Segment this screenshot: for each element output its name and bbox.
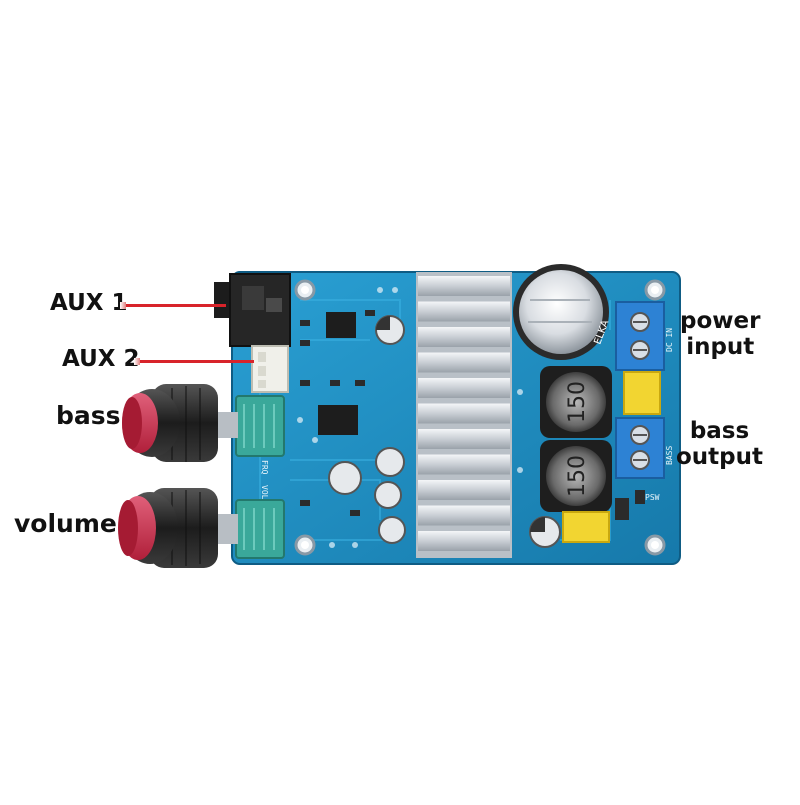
label-power-input: power input — [680, 308, 760, 361]
ic-chip — [326, 312, 356, 338]
heatsink-fin — [418, 301, 510, 322]
mounting-hole-icon — [294, 279, 666, 556]
heatsink-icon — [416, 272, 512, 558]
label-bass-output: bass output — [676, 418, 763, 471]
heatsink-fin — [418, 276, 510, 296]
bass-knob-icon — [122, 384, 218, 462]
xh-connector-icon — [251, 345, 289, 393]
inductor-icon: 150 — [540, 366, 612, 438]
pcb-vias — [297, 287, 523, 548]
label-aux-2: AUX 2 — [62, 346, 140, 372]
heatsink-fin — [418, 327, 510, 347]
label-power-input-line2: input — [686, 334, 755, 361]
heatsink-fin — [418, 429, 510, 449]
label-power-input-line1: power — [680, 308, 761, 334]
silk-dc-in: DC IN — [665, 328, 674, 352]
pointer-line-aux-1 — [120, 302, 226, 309]
ic-chip — [318, 405, 358, 435]
electrolytic-capacitor-icon — [328, 315, 561, 548]
silk-vol: VOL — [260, 485, 269, 500]
yellow-capacitor — [562, 511, 610, 543]
label-volume: volume — [14, 509, 117, 538]
potentiometer-icon — [235, 395, 285, 457]
label-bass-output-line1: bass — [689, 418, 750, 444]
heatsink-fin — [418, 454, 510, 475]
heatsink-fin — [418, 505, 510, 526]
inductor-marking: 150 — [565, 381, 590, 423]
silk-bass: BASS — [665, 446, 674, 465]
screw-terminal-icon — [615, 301, 665, 371]
volume-knob-icon — [118, 488, 218, 568]
yellow-capacitor — [623, 371, 661, 415]
label-bass: bass — [56, 401, 121, 430]
inductor-marking: 150 — [565, 455, 590, 497]
audio-jack-icon — [214, 273, 291, 347]
label-bass-output-line2: output — [676, 444, 764, 471]
potentiometer-icon — [235, 499, 285, 559]
heatsink-fin — [418, 378, 510, 398]
heatsink-fin — [418, 352, 510, 373]
silk-frq: FRQ — [260, 460, 269, 475]
pointer-line-aux-2 — [134, 358, 254, 365]
smd-components — [300, 310, 645, 520]
screw-terminal-icon — [615, 417, 665, 479]
heatsink-fin — [418, 403, 510, 424]
silk-psw: PSW — [645, 493, 660, 502]
label-aux-1: AUX 1 — [50, 290, 128, 316]
heatsink-fin — [418, 531, 510, 551]
heatsink-fin — [418, 480, 510, 500]
inductor-icon: 150 — [540, 440, 612, 512]
